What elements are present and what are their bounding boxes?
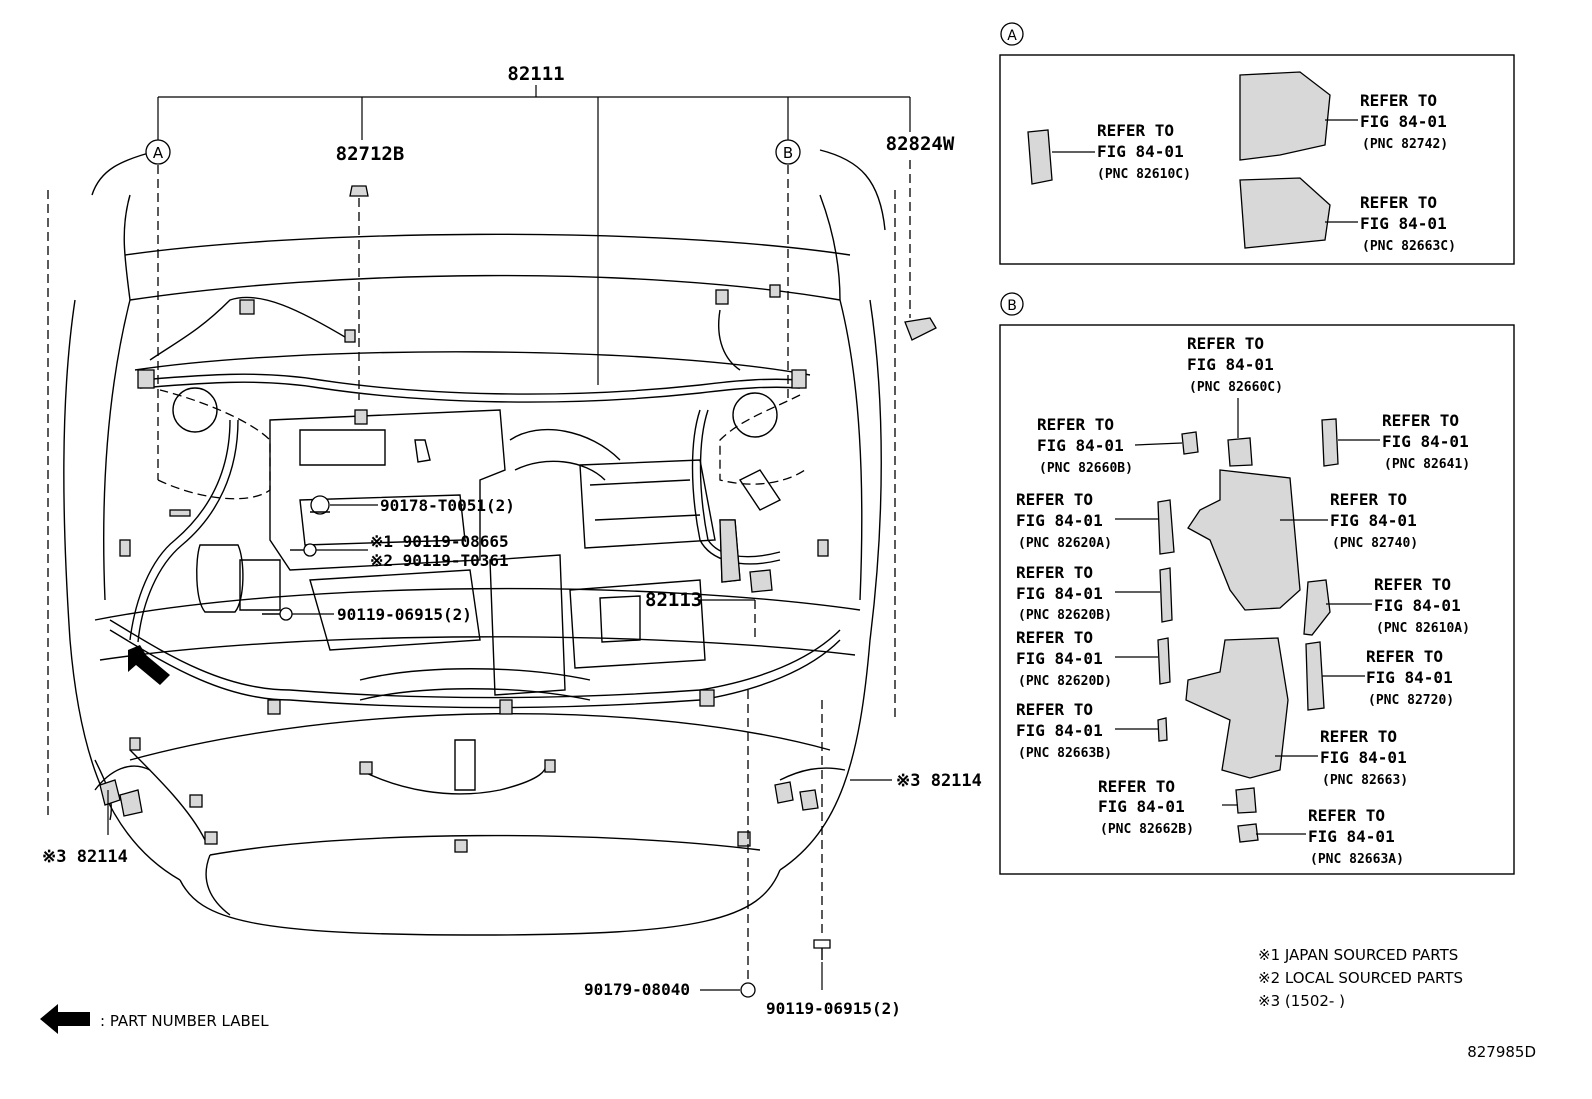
svg-text:B: B xyxy=(1007,298,1017,314)
detail-box-a xyxy=(999,54,1515,265)
note-japan-sourced: ※1 JAPAN SOURCED PARTS xyxy=(1258,946,1458,964)
svg-text:(PNC 82641): (PNC 82641) xyxy=(1384,457,1470,472)
engine-bay-illustration xyxy=(47,149,896,936)
legend-text: : PART NUMBER LABEL xyxy=(100,1012,269,1030)
box-b-item-82641: REFER TO FIG 84-01 (PNC 82641) xyxy=(1382,411,1470,472)
svg-text:FIG 84-01: FIG 84-01 xyxy=(1320,748,1407,767)
svg-text:A: A xyxy=(1007,28,1017,44)
callout-90119-08665: ※1 90119-08665 xyxy=(370,532,509,551)
legend-arrow-icon xyxy=(40,1004,90,1034)
svg-text:(PNC 82742): (PNC 82742) xyxy=(1362,137,1448,152)
svg-text:REFER TO: REFER TO xyxy=(1016,563,1093,582)
box-b-item-82620B: REFER TO FIG 84-01 (PNC 82620B) xyxy=(1016,563,1112,623)
callout-82712B: 82712B xyxy=(336,143,405,165)
svg-text:(PNC 82620D): (PNC 82620D) xyxy=(1018,674,1112,689)
callout-90179: 90179-08040 xyxy=(584,980,690,999)
svg-text:REFER TO: REFER TO xyxy=(1308,806,1385,825)
svg-text:REFER TO: REFER TO xyxy=(1016,628,1093,647)
svg-text:(PNC 82620B): (PNC 82620B) xyxy=(1018,608,1112,623)
leader-lines xyxy=(107,85,911,991)
callout-90119-T0361: ※2 90119-T0361 xyxy=(370,551,509,570)
svg-text:(PNC 82663B): (PNC 82663B) xyxy=(1018,746,1112,761)
svg-text:FIG 84-01: FIG 84-01 xyxy=(1360,112,1447,131)
box-b-item-82663A: REFER TO FIG 84-01 (PNC 82663A) xyxy=(1308,806,1404,867)
svg-text:FIG 84-01: FIG 84-01 xyxy=(1098,797,1185,816)
svg-text:B: B xyxy=(783,144,793,162)
svg-text:FIG 84-01: FIG 84-01 xyxy=(1330,511,1417,530)
box-b-item-82662B: REFER TO FIG 84-01 (PNC 82662B) xyxy=(1098,777,1194,837)
box-a-item-82663C: REFER TO FIG 84-01 (PNC 82663C) xyxy=(1360,193,1456,254)
box-a-item-82742: REFER TO FIG 84-01 (PNC 82742) xyxy=(1360,91,1448,152)
svg-text:A: A xyxy=(153,144,164,162)
box-b-item-82660C: REFER TO FIG 84-01 (PNC 82660C) xyxy=(1187,334,1283,395)
box-b-item-82740: REFER TO FIG 84-01 (PNC 82740) xyxy=(1330,490,1418,551)
callout-82114-left: ※3 82114 xyxy=(42,847,128,867)
svg-text:FIG 84-01: FIG 84-01 xyxy=(1187,355,1274,374)
part-number-label-arrow xyxy=(128,645,170,685)
svg-text:(PNC 82740): (PNC 82740) xyxy=(1332,536,1418,551)
box-b-item-82610A: REFER TO FIG 84-01 (PNC 82610A) xyxy=(1374,575,1470,636)
svg-text:FIG 84-01: FIG 84-01 xyxy=(1016,584,1103,603)
callout-90178: 90178-T0051(2) xyxy=(380,496,515,515)
callout-90119-06915-upper: 90119-06915(2) xyxy=(337,605,472,624)
note-local-sourced: ※2 LOCAL SOURCED PARTS xyxy=(1258,969,1463,987)
svg-text:REFER TO: REFER TO xyxy=(1098,777,1175,796)
box-b-item-82663: REFER TO FIG 84-01 (PNC 82663) xyxy=(1320,727,1408,788)
svg-text:FIG 84-01: FIG 84-01 xyxy=(1366,668,1453,687)
svg-text:FIG 84-01: FIG 84-01 xyxy=(1016,721,1103,740)
svg-text:(PNC 82662B): (PNC 82662B) xyxy=(1100,822,1194,837)
svg-text:(PNC 82660C): (PNC 82660C) xyxy=(1189,380,1283,395)
svg-text:REFER TO: REFER TO xyxy=(1382,411,1459,430)
svg-text:FIG 84-01: FIG 84-01 xyxy=(1360,214,1447,233)
svg-text:FIG 84-01: FIG 84-01 xyxy=(1382,432,1469,451)
svg-text:REFER TO: REFER TO xyxy=(1187,334,1264,353)
svg-text:REFER TO: REFER TO xyxy=(1097,121,1174,140)
diagram-id: 827985D xyxy=(1467,1043,1536,1061)
svg-text:FIG 84-01: FIG 84-01 xyxy=(1308,827,1395,846)
svg-text:FIG 84-01: FIG 84-01 xyxy=(1016,649,1103,668)
svg-text:(PNC 82663): (PNC 82663) xyxy=(1322,773,1408,788)
svg-text:REFER TO: REFER TO xyxy=(1360,193,1437,212)
svg-text:FIG 84-01: FIG 84-01 xyxy=(1016,511,1103,530)
svg-text:REFER TO: REFER TO xyxy=(1330,490,1407,509)
svg-text:REFER TO: REFER TO xyxy=(1366,647,1443,666)
callout-90119-06915-lower: 90119-06915(2) xyxy=(766,999,901,1018)
marker-a-main: A xyxy=(145,139,171,165)
marker-b-box: B xyxy=(1000,292,1024,316)
box-a-item-82610C: REFER TO FIG 84-01 (PNC 82610C) xyxy=(1097,121,1191,182)
svg-text:(PNC 82663A): (PNC 82663A) xyxy=(1310,852,1404,867)
svg-text:REFER TO: REFER TO xyxy=(1037,415,1114,434)
svg-text:FIG 84-01: FIG 84-01 xyxy=(1097,142,1184,161)
svg-text:REFER TO: REFER TO xyxy=(1360,91,1437,110)
box-b-item-82620D: REFER TO FIG 84-01 (PNC 82620D) xyxy=(1016,628,1112,689)
callout-82111: 82111 xyxy=(507,63,564,85)
callout-82824W: 82824W xyxy=(886,133,955,155)
svg-text:FIG 84-01: FIG 84-01 xyxy=(1374,596,1461,615)
note-date-range: ※3 (1502- ) xyxy=(1258,992,1345,1010)
marker-a-box: A xyxy=(1000,22,1024,46)
box-b-item-82663B: REFER TO FIG 84-01 (PNC 82663B) xyxy=(1016,700,1112,761)
box-b-item-82620A: REFER TO FIG 84-01 (PNC 82620A) xyxy=(1016,490,1112,551)
callout-82113: 82113 xyxy=(645,589,702,611)
wire-harness-82111 xyxy=(94,284,846,853)
box-b-leaders xyxy=(1115,398,1380,835)
box-b-item-82720: REFER TO FIG 84-01 (PNC 82720) xyxy=(1366,647,1454,708)
svg-text:REFER TO: REFER TO xyxy=(1016,490,1093,509)
svg-text:(PNC 82610C): (PNC 82610C) xyxy=(1097,167,1191,182)
svg-text:FIG 84-01: FIG 84-01 xyxy=(1037,436,1124,455)
svg-text:REFER TO: REFER TO xyxy=(1320,727,1397,746)
detail-box-b xyxy=(999,324,1515,875)
svg-text:REFER TO: REFER TO xyxy=(1016,700,1093,719)
svg-text:(PNC 82660B): (PNC 82660B) xyxy=(1039,461,1133,476)
marker-b-main: B xyxy=(775,139,801,165)
svg-text:REFER TO: REFER TO xyxy=(1374,575,1451,594)
svg-text:(PNC 82663C): (PNC 82663C) xyxy=(1362,239,1456,254)
svg-text:(PNC 82610A): (PNC 82610A) xyxy=(1376,621,1470,636)
callout-82114-right: ※3 82114 xyxy=(896,771,982,791)
svg-text:(PNC 82620A): (PNC 82620A) xyxy=(1018,536,1112,551)
svg-text:(PNC 82720): (PNC 82720) xyxy=(1368,693,1454,708)
box-b-item-82660B: REFER TO FIG 84-01 (PNC 82660B) xyxy=(1037,415,1133,476)
